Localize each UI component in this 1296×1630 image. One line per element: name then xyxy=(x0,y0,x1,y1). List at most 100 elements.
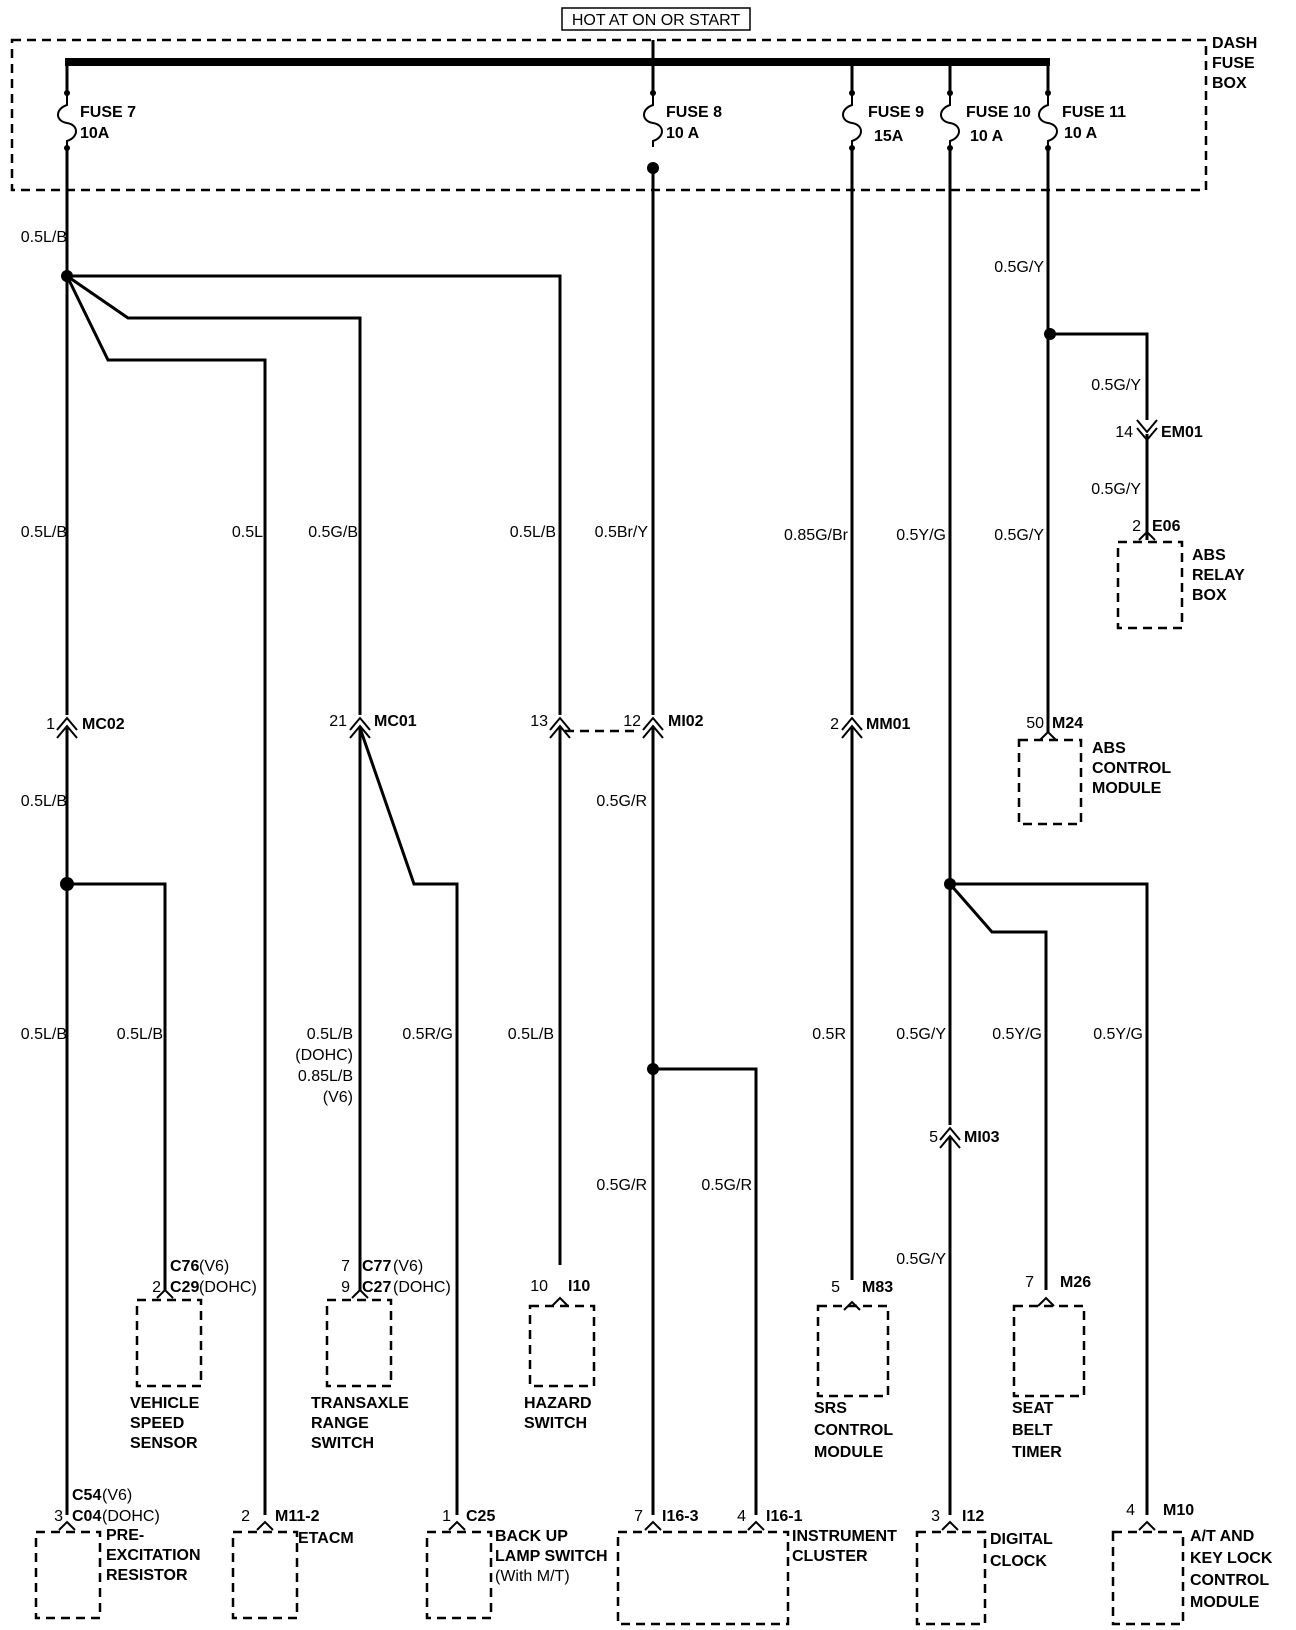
connector-name: MI02 xyxy=(668,713,704,730)
wire-label: 0.5L xyxy=(232,524,263,541)
fuse-11: FUSE 11 10 A xyxy=(1038,62,1126,151)
page-title: HOT AT ON OR START xyxy=(572,12,741,29)
trs-box xyxy=(325,1298,393,1388)
seat-belt-timer-box xyxy=(1012,1304,1086,1398)
connector-pin: 9 xyxy=(341,1279,350,1296)
connector-name: MI03 xyxy=(964,1129,1000,1146)
fuse-10-rating: 10 A xyxy=(970,128,1004,145)
etacm-box xyxy=(231,1530,299,1620)
wire-label: 0.5G/Y xyxy=(896,1026,946,1043)
wire-label: 0.5L/B xyxy=(21,229,67,246)
vss-label: SENSOR xyxy=(130,1435,198,1452)
fuse-11-rating: 10 A xyxy=(1064,125,1098,142)
fuse-8-rating: 10 A xyxy=(666,125,700,142)
abs-relay-label: ABS xyxy=(1192,547,1226,564)
seatbelt-label: SEAT xyxy=(1012,1400,1054,1417)
hazard-label: SWITCH xyxy=(524,1415,587,1432)
connector-variant: (V6) xyxy=(102,1487,132,1504)
preexc-label: EXCITATION xyxy=(106,1547,201,1564)
fuse-9: FUSE 9 15A xyxy=(842,62,924,151)
wire-label: 0.5G/Y xyxy=(896,1251,946,1268)
connector-pin: 12 xyxy=(623,713,641,730)
hazard-label: HAZARD xyxy=(524,1395,592,1412)
connector-symbols xyxy=(56,419,1158,1531)
connector-pin: 3 xyxy=(931,1508,940,1525)
wire-label: (DOHC) xyxy=(295,1047,353,1064)
component-labels: ABS RELAY BOX ABS CONTROL MODULE VEHICLE… xyxy=(106,547,1273,1611)
hazard-switch-box xyxy=(528,1304,596,1388)
fuse-7-name: FUSE 7 xyxy=(80,104,136,121)
connector-name: C04 xyxy=(72,1508,101,1525)
connector-pin: 14 xyxy=(1115,424,1133,441)
fuse-7-rating: 10A xyxy=(80,125,110,142)
wire-label: 0.85L/B xyxy=(298,1068,353,1085)
connector-pin: 2 xyxy=(241,1508,250,1525)
connector-pin: 1 xyxy=(46,716,55,733)
wire-label: 0.5G/R xyxy=(596,793,647,810)
connector-name: I12 xyxy=(962,1508,984,1525)
wire-label: 0.5G/R xyxy=(596,1177,647,1194)
dash-fuse-box: DASH FUSE BOX xyxy=(10,35,1257,192)
connector-name: C76 xyxy=(170,1258,199,1275)
wire-label: 0.5G/Y xyxy=(994,527,1044,544)
backup-label: LAMP SWITCH xyxy=(495,1548,608,1565)
mc01-chevron xyxy=(349,716,371,739)
fuse-8-name: FUSE 8 xyxy=(666,104,722,121)
fuse-11-name: FUSE 11 xyxy=(1062,104,1126,121)
wire-label: 0.85G/Br xyxy=(784,527,849,544)
connector-name: I16-3 xyxy=(662,1508,699,1525)
connector-name: E06 xyxy=(1152,518,1181,535)
connector-pin: 4 xyxy=(1126,1502,1135,1519)
connector-pin: 2 xyxy=(152,1279,161,1296)
wire-label: 0.5Y/G xyxy=(1093,1026,1143,1043)
connector-pin: 10 xyxy=(530,1278,548,1295)
connector-pin: 7 xyxy=(634,1508,643,1525)
wire-label: 0.5Br/Y xyxy=(595,524,649,541)
connector-pin: 5 xyxy=(831,1279,840,1296)
connector-name: C29 xyxy=(170,1279,199,1296)
mi02-chevron xyxy=(642,716,664,739)
connector-name: C77 xyxy=(362,1258,391,1275)
abs-module-label: CONTROL xyxy=(1092,760,1171,777)
connector-pin: 50 xyxy=(1026,715,1044,732)
trs-label: RANGE xyxy=(311,1415,369,1432)
connector-name: C27 xyxy=(362,1279,391,1296)
atkey-label: CONTROL xyxy=(1190,1572,1269,1589)
connector-pin: 13 xyxy=(530,713,548,730)
atkey-label: KEY LOCK xyxy=(1190,1550,1273,1567)
wire-label: 0.5Y/G xyxy=(896,527,946,544)
connector-pin: 4 xyxy=(737,1508,746,1525)
mm01-chevron xyxy=(841,716,863,739)
title-box: HOT AT ON OR START xyxy=(561,7,751,31)
connector-variant: (V6) xyxy=(393,1258,423,1275)
wire-label: 0.5G/B xyxy=(308,524,358,541)
connector-name: M83 xyxy=(862,1279,893,1296)
atkey-label: A/T AND xyxy=(1190,1528,1254,1545)
connector-name: M10 xyxy=(1163,1502,1194,1519)
seatbelt-label: BELT xyxy=(1012,1422,1053,1439)
connector-pin: 7 xyxy=(341,1258,350,1275)
clock-label: CLOCK xyxy=(990,1553,1047,1570)
wire-label: 0.5R xyxy=(812,1026,846,1043)
srs-label: SRS xyxy=(814,1400,847,1417)
wire-labels: 0.5L/B 0.5L/B 0.5L 0.5G/B 0.5L/B 0.5Br/Y… xyxy=(21,229,1143,1268)
srs-label: CONTROL xyxy=(814,1422,893,1439)
fuse-box-label-2: FUSE xyxy=(1212,55,1255,72)
mi03-chevron xyxy=(939,1126,961,1149)
connector-name: I10 xyxy=(568,1278,590,1295)
connector-name: C54 xyxy=(72,1487,101,1504)
connector-name: M11-2 xyxy=(275,1508,320,1525)
connector-name: M24 xyxy=(1052,715,1083,732)
wire-label: 0.5G/R xyxy=(701,1177,752,1194)
srs-label: MODULE xyxy=(814,1444,884,1461)
srs-module-box xyxy=(816,1304,890,1398)
connector-variant: (DOHC) xyxy=(393,1279,451,1296)
backup-lamp-box xyxy=(425,1530,493,1620)
trs-label: SWITCH xyxy=(311,1435,374,1452)
fuse-9-name: FUSE 9 xyxy=(868,104,924,121)
em01-chevron xyxy=(1136,419,1158,442)
mc02-chevron xyxy=(56,716,78,739)
abs-control-module-box xyxy=(1017,738,1083,826)
connector-name: EM01 xyxy=(1161,424,1203,441)
cluster-label: CLUSTER xyxy=(792,1548,868,1565)
